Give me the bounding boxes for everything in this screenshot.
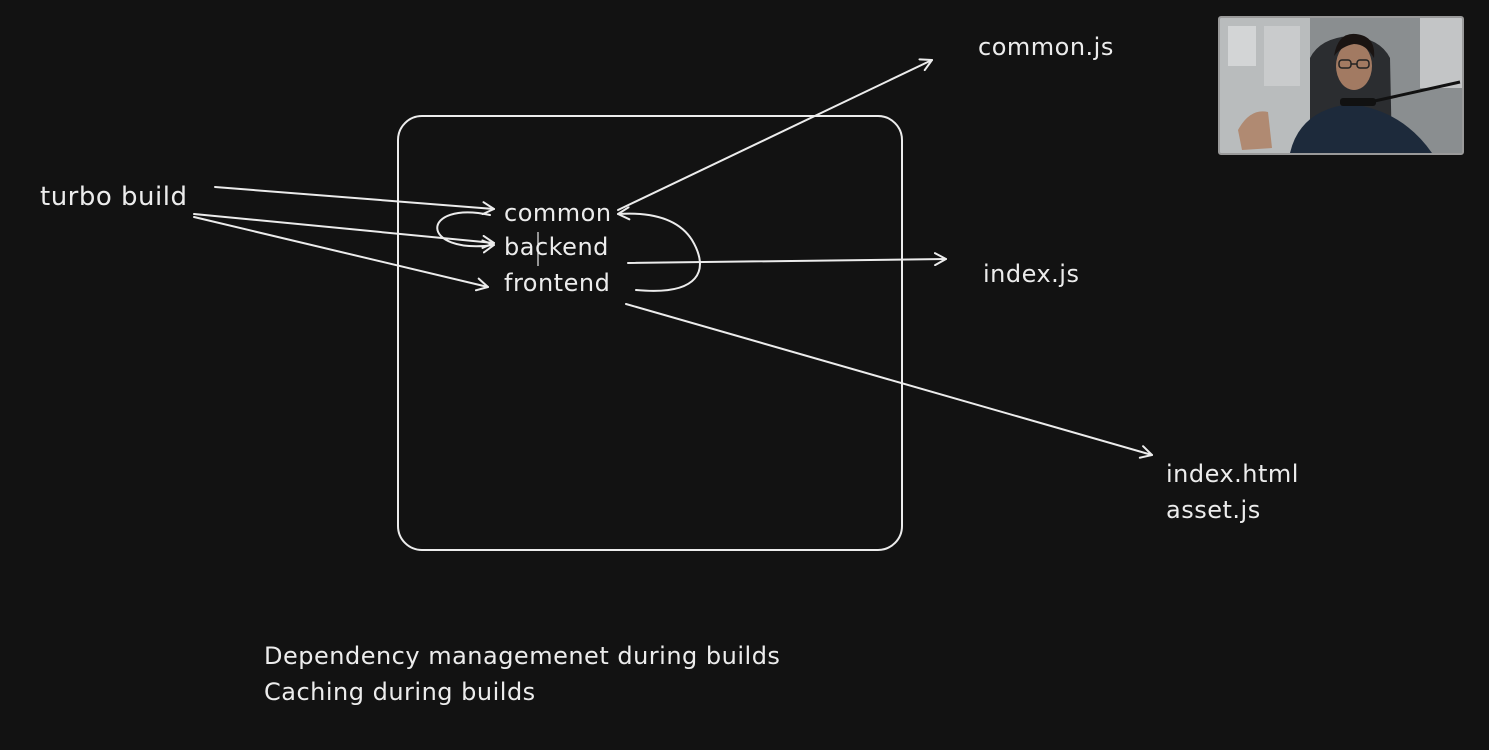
arrow-common-to-backend-loop: [436, 211, 495, 254]
dependency-arrows: [436, 206, 701, 292]
command-label: turbo build: [40, 182, 188, 212]
presenter-webcam: [1218, 16, 1464, 155]
arrow-frontend-to-common-loop: [617, 206, 701, 292]
arrow-backend-to-index-js: [627, 252, 947, 267]
presenter-video-icon: [1220, 18, 1462, 153]
monorepo-box: [397, 115, 903, 551]
package-common-label: common: [504, 199, 612, 227]
package-backend-label: backend: [504, 233, 609, 261]
output-asset-js-label: asset.js: [1166, 496, 1261, 524]
output-index-js-label: index.js: [983, 260, 1080, 288]
arrow-frontend-to-html: [625, 303, 1153, 459]
arrow-common-to-common-js: [617, 58, 933, 211]
output-common-js-label: common.js: [978, 33, 1114, 61]
package-frontend-label: frontend: [504, 269, 611, 297]
output-index-html-label: index.html: [1166, 460, 1299, 488]
note-caching: Caching during builds: [264, 678, 536, 706]
arrow-build-to-frontend: [193, 216, 489, 292]
build-arrows: [193, 186, 495, 292]
arrow-build-to-common: [214, 186, 495, 216]
output-arrows: [617, 58, 1153, 459]
note-dependency-management: Dependency managemenet during builds: [264, 642, 781, 670]
